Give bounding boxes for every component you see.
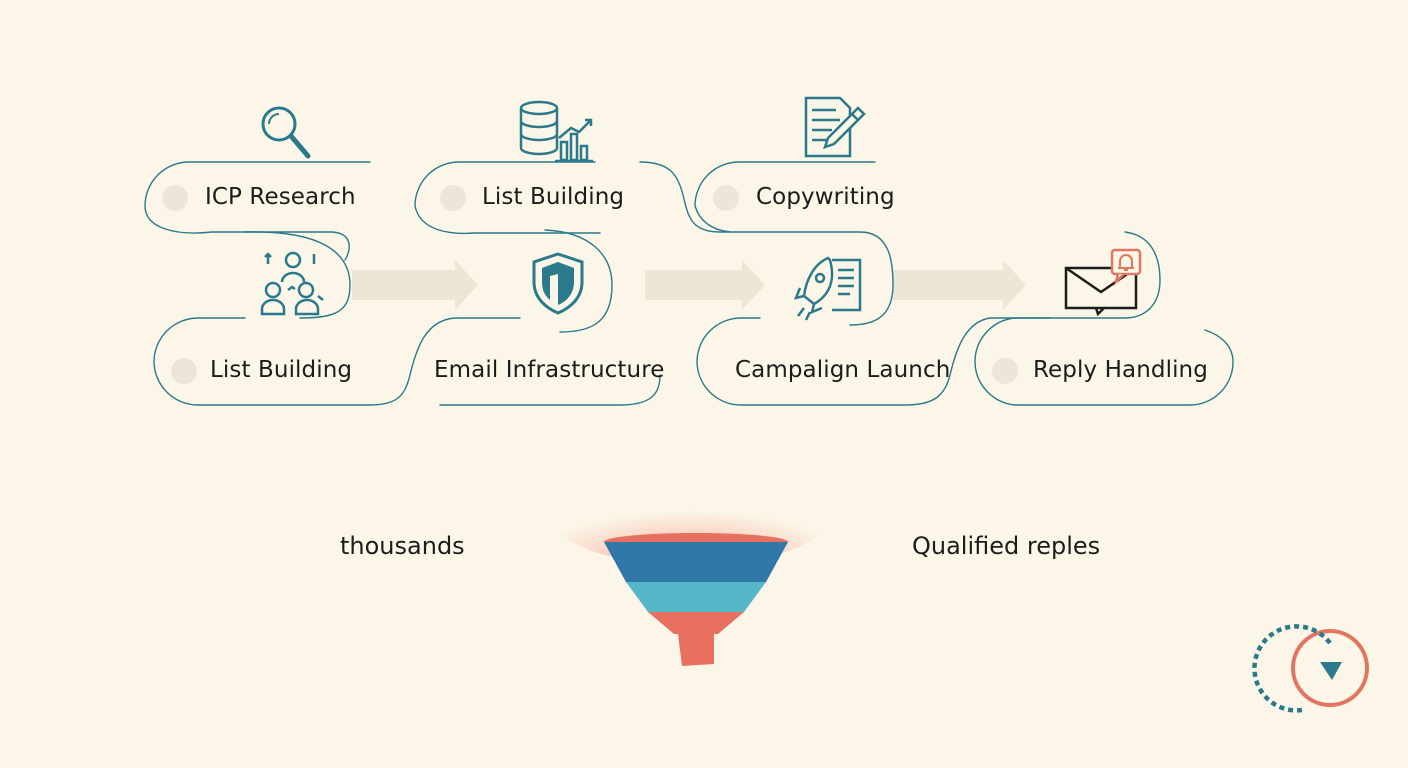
- cycle-refresh-icon: [1252, 624, 1369, 713]
- pill-outline-list-join: [244, 231, 351, 319]
- document-pencil-icon: [804, 96, 866, 158]
- pill-outline-email-bottom: [439, 374, 661, 406]
- step-dot: [171, 358, 197, 384]
- row2-outlines: [153, 229, 1234, 406]
- magnifier-icon: [261, 106, 311, 159]
- pill-outline-icp: [144, 161, 371, 261]
- pill-outline-copy: [639, 161, 894, 326]
- step-dot: [713, 185, 739, 211]
- pill-outline-email: [544, 229, 613, 333]
- shield-icon: [532, 252, 584, 315]
- funnel-icon: [604, 533, 788, 666]
- step-label-icp-research: ICP Research: [205, 184, 356, 210]
- step-label-copywriting: Copywriting: [756, 184, 895, 210]
- database-chart-icon: [519, 100, 593, 163]
- row1-outlines: [144, 161, 894, 326]
- flow-arrows: [352, 260, 1026, 310]
- pill-outline-reply: [974, 231, 1234, 406]
- flow-arrow-2: [645, 260, 765, 310]
- envelope-bell-icon: [1064, 248, 1142, 316]
- team-analysis-icon: [260, 251, 324, 316]
- rocket-document-icon: [793, 256, 862, 321]
- step-dot: [440, 185, 466, 211]
- step-label-email-infrastructure: Email Infrastructure: [434, 357, 665, 383]
- flow-arrow-1: [352, 260, 478, 310]
- step-label-reply-handling: Reply Handling: [1033, 357, 1208, 383]
- funnel-output-label: Qualified reples: [912, 532, 1101, 560]
- step-label-campaign-launch: Campalign Launch: [735, 357, 951, 383]
- funnel-input-label: thousands: [340, 532, 465, 560]
- step-dot: [992, 358, 1018, 384]
- step-dot: [162, 185, 188, 211]
- pill-outline-campaign: [696, 317, 1051, 406]
- step-label-list-building-top: List Building: [482, 184, 625, 210]
- flow-arrow-3: [893, 260, 1026, 310]
- pill-outline-list-top: [414, 161, 601, 235]
- step-label-list-building-bottom: List Building: [210, 357, 353, 383]
- pill-outline-list-bottom: [153, 317, 521, 406]
- pill-outline-copy-top: [694, 161, 876, 233]
